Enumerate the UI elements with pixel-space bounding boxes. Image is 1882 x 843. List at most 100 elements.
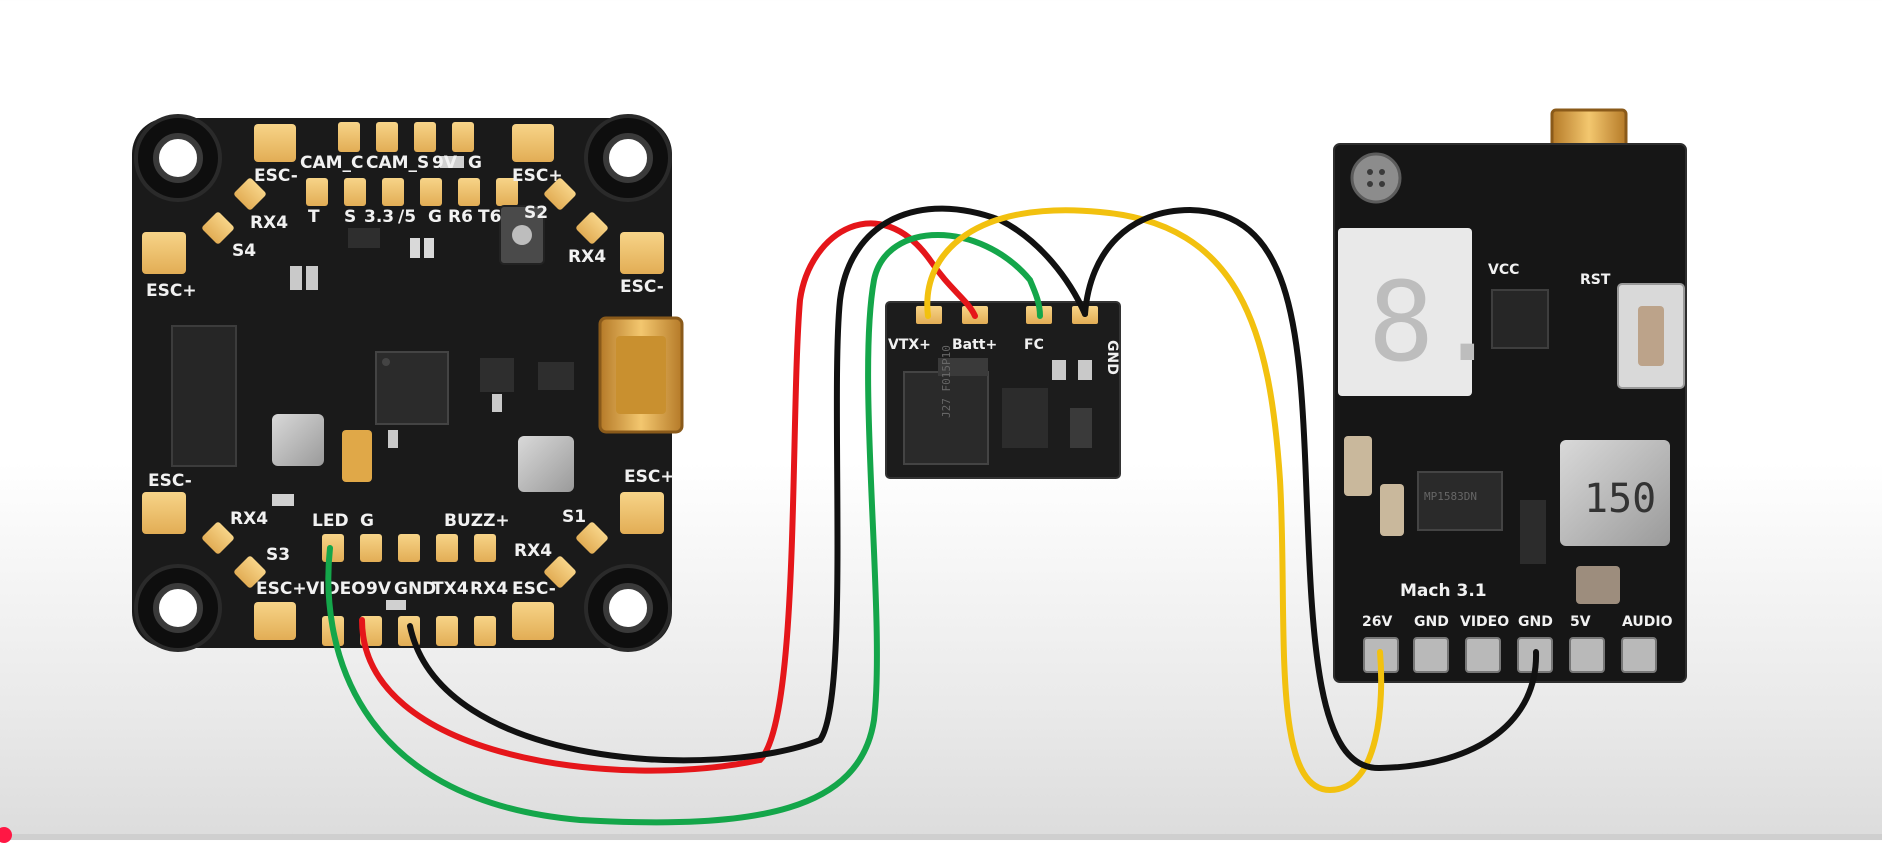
label-rx4-tl: RX4 bbox=[250, 213, 288, 233]
vtx-chip bbox=[1491, 289, 1549, 349]
label-g-bot: G bbox=[360, 511, 374, 531]
label-led: LED bbox=[312, 511, 349, 531]
inductor bbox=[518, 436, 574, 492]
solder-pad bbox=[234, 178, 266, 210]
vtx-pin-pad bbox=[1569, 637, 1605, 673]
solder-pad bbox=[452, 122, 474, 152]
label-rx4-bl: RX4 bbox=[230, 509, 268, 529]
solder-pad bbox=[382, 178, 404, 206]
wire-yellow bbox=[924, 207, 1385, 794]
vtx-chip-marking: MP1583DN bbox=[1424, 490, 1477, 503]
vtx-pin-label: GND bbox=[1414, 614, 1449, 630]
label-esc-minus-tl: ESC- bbox=[254, 166, 298, 186]
label-esc-plus-tr: ESC+ bbox=[512, 166, 563, 186]
solder-pad bbox=[376, 122, 398, 152]
label-batt-plus: Batt+ bbox=[952, 337, 997, 353]
regulator-chip bbox=[1417, 471, 1503, 531]
mounting-hole bbox=[584, 114, 672, 202]
small-chip bbox=[538, 362, 574, 390]
mounting-hole bbox=[134, 564, 222, 652]
label-9v-top: 9V bbox=[432, 153, 458, 173]
fc-components bbox=[171, 156, 684, 610]
label-rx4-tr: RX4 bbox=[568, 247, 606, 267]
solder-pad bbox=[202, 522, 234, 554]
label-g-mid: G bbox=[428, 207, 442, 227]
label-vtx-plus: VTX+ bbox=[888, 337, 931, 353]
solder-pad bbox=[544, 556, 576, 588]
label-g-top: G bbox=[468, 153, 482, 173]
vtx-pin-label: VIDEO bbox=[1460, 614, 1509, 630]
progress-scrubber[interactable] bbox=[0, 827, 12, 843]
solder-pad bbox=[620, 492, 664, 534]
inductor bbox=[1560, 440, 1670, 546]
flight-controller-board: CAM_C CAM_S 9V G ESC- ESC+ T S 3.3 /5 G … bbox=[132, 114, 684, 652]
driver-chip bbox=[171, 325, 237, 467]
label-esc-plus-r: ESC+ bbox=[624, 467, 675, 487]
solder-pad bbox=[436, 534, 458, 562]
solder-pad bbox=[254, 602, 296, 640]
label-t: T bbox=[308, 207, 320, 227]
solder-pad bbox=[420, 178, 442, 206]
vtx-pin-row: 26V GND VIDEO GND 5V AUDIO bbox=[1362, 614, 1673, 673]
solder-pad bbox=[620, 232, 664, 274]
solder-pad bbox=[474, 616, 496, 646]
label-video: VIDEO bbox=[306, 579, 366, 599]
solder-pad bbox=[360, 534, 382, 562]
label-tx4: TX4 bbox=[432, 579, 469, 599]
solder-pad bbox=[254, 124, 296, 162]
label-5v: /5 bbox=[398, 207, 416, 227]
vtx-pin-pad bbox=[1465, 637, 1501, 673]
solder-pad bbox=[512, 124, 554, 162]
video-progress-bar[interactable] bbox=[0, 827, 1882, 843]
solder-pad bbox=[202, 212, 234, 244]
label-cam-c: CAM_C bbox=[300, 153, 364, 173]
wire-green bbox=[325, 232, 1043, 826]
label-s1: S1 bbox=[562, 507, 586, 527]
label-t6: T6 bbox=[478, 207, 501, 227]
label-buzz: BUZZ+ bbox=[444, 511, 510, 531]
mounting-hole bbox=[584, 564, 672, 652]
label-esc-minus-r: ESC- bbox=[620, 277, 664, 297]
display-digit: 8. bbox=[1368, 258, 1500, 386]
vtx-pin-pad bbox=[1413, 637, 1449, 673]
label-3v3: 3.3 bbox=[364, 207, 394, 227]
solder-pad bbox=[458, 178, 480, 206]
label-vcc: VCC bbox=[1488, 262, 1519, 278]
solder-pad bbox=[576, 212, 608, 244]
solder-pad bbox=[344, 178, 366, 206]
microphone bbox=[1350, 152, 1402, 204]
solder-pad bbox=[398, 534, 420, 562]
seven-segment-display bbox=[1338, 228, 1472, 396]
label-esc-minus-l: ESC- bbox=[148, 471, 192, 491]
solder-pad bbox=[234, 556, 266, 588]
wire-red bbox=[359, 220, 978, 774]
vtx-pin-label: AUDIO bbox=[1622, 614, 1673, 630]
fc-silkscreen: CAM_C CAM_S 9V G ESC- ESC+ T S 3.3 /5 G … bbox=[146, 153, 675, 599]
voltage-regulator-board: J27 F015P10 VTX+ Batt+ FC GND bbox=[885, 301, 1121, 479]
label-rst: RST bbox=[1580, 272, 1611, 288]
solder-pad bbox=[474, 534, 496, 562]
small-chip bbox=[480, 358, 514, 392]
label-rx4-br: RX4 bbox=[514, 541, 552, 561]
regulator-chip-marking: J27 F015P10 bbox=[940, 345, 953, 418]
label-esc-plus-bl: ESC+ bbox=[256, 579, 307, 599]
label-reg-gnd: GND bbox=[1104, 340, 1120, 375]
capacitor bbox=[342, 430, 372, 482]
label-gnd: GND bbox=[394, 579, 436, 599]
vtx-pin-label: 5V bbox=[1570, 614, 1591, 630]
vtx-model-label: Mach 3.1 bbox=[1400, 581, 1487, 601]
solder-pad bbox=[142, 492, 186, 534]
solder-pad bbox=[512, 602, 554, 640]
inductor bbox=[272, 414, 324, 466]
solder-pad bbox=[338, 122, 360, 152]
wire-black-vtx bbox=[1082, 206, 1540, 772]
solder-pad bbox=[496, 178, 518, 206]
label-9v-bot: 9V bbox=[366, 579, 392, 599]
vtx-pin-pad bbox=[1621, 637, 1657, 673]
solder-pad bbox=[576, 522, 608, 554]
solder-pad bbox=[436, 616, 458, 646]
label-s3: S3 bbox=[266, 545, 290, 565]
solder-pad bbox=[414, 122, 436, 152]
label-s4: S4 bbox=[232, 241, 256, 261]
